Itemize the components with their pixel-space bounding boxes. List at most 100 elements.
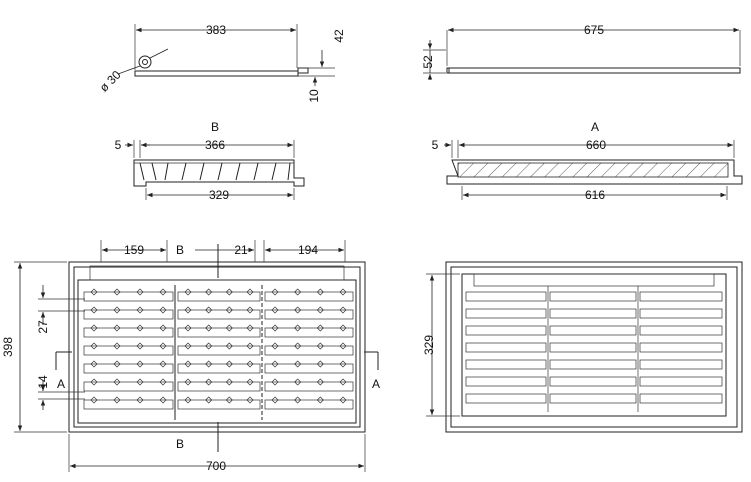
underside-slot (465, 376, 547, 387)
slot-rib-marker (225, 324, 233, 332)
slot-rib-marker (316, 306, 324, 314)
cut-b-bottom-label: B (176, 437, 184, 451)
slot-rib-marker (205, 396, 213, 404)
slot-rib-marker (339, 288, 347, 296)
slot (177, 363, 261, 374)
underside-slot (639, 291, 723, 302)
side-view-a (423, 27, 741, 80)
slot-rib-marker (184, 306, 192, 314)
side-view-b (117, 24, 335, 86)
underside-slot (549, 393, 637, 404)
grate-slots (83, 288, 354, 410)
section-b (125, 140, 305, 200)
slot-rib-marker (339, 324, 347, 332)
slot-rib-marker (246, 378, 254, 386)
slot (83, 291, 174, 302)
section-a-label: A (591, 120, 599, 134)
slot-rib-marker (205, 342, 213, 350)
dim-plan-height: 398 (1, 337, 15, 357)
slot-rib-marker (205, 360, 213, 368)
slot (177, 345, 261, 356)
slot-rib-marker (271, 342, 279, 350)
slot (83, 309, 174, 320)
underside-slot (549, 342, 637, 353)
slot-rib-marker (90, 324, 98, 332)
slot-rib-marker (246, 360, 254, 368)
slot (177, 381, 261, 392)
dim-plan-pitch: 27 (36, 320, 50, 334)
slot-rib-marker (90, 288, 98, 296)
slot-rib-marker (246, 342, 254, 350)
slot-rib-marker (113, 378, 121, 386)
slot-rib-marker (113, 360, 121, 368)
slot-rib-marker (205, 288, 213, 296)
slot (177, 291, 261, 302)
dim-top-left-lip: 10 (307, 89, 321, 103)
underside-slot (465, 308, 547, 319)
slot-rib-marker (225, 378, 233, 386)
underside-slot (549, 308, 637, 319)
slot-rib-marker (294, 360, 302, 368)
dim-plan-seg3: 194 (298, 243, 318, 257)
slot-rib-marker (159, 324, 167, 332)
slot-rib-marker (184, 378, 192, 386)
slot-rib-marker (294, 342, 302, 350)
slot-rib-marker (159, 306, 167, 314)
slot-rib-marker (184, 324, 192, 332)
slot-rib-marker (294, 396, 302, 404)
slot-rib-marker (339, 306, 347, 314)
slot-rib-marker (205, 378, 213, 386)
dim-plan-gap: 14 (36, 375, 50, 389)
slot-rib-marker (113, 288, 121, 296)
section-b-label: B (211, 120, 219, 134)
slot-rib-marker (225, 288, 233, 296)
slot-rib-marker (205, 324, 213, 332)
slot (264, 291, 354, 302)
slot-rib-marker (159, 288, 167, 296)
underside-slot (465, 291, 547, 302)
slot-rib-marker (159, 342, 167, 350)
slot (264, 363, 354, 374)
slot (83, 381, 174, 392)
cut-a-right-label: A (372, 377, 380, 391)
slot-rib-marker (339, 378, 347, 386)
slot-rib-marker (184, 396, 192, 404)
slot-rib-marker (225, 342, 233, 350)
slot (264, 345, 354, 356)
underside-slot (639, 359, 723, 370)
dim-plan-width: 700 (206, 459, 226, 473)
underside-slot (639, 342, 723, 353)
slot-rib-marker (90, 378, 98, 386)
cut-b-top-label: B (176, 243, 184, 257)
dim-top-left-height: 42 (332, 29, 346, 43)
slot (83, 345, 174, 356)
underside-slots (465, 286, 723, 412)
underside-slot (465, 325, 547, 336)
slot-rib-marker (294, 288, 302, 296)
dim-section-b-offset: 5 (115, 138, 122, 152)
slot (83, 399, 174, 410)
underside-slot (639, 325, 723, 336)
underside-slot (549, 359, 637, 370)
slot-rib-marker (113, 324, 121, 332)
slot-rib-marker (316, 288, 324, 296)
slot-rib-marker (90, 360, 98, 368)
dim-section-a-top: 660 (586, 138, 606, 152)
dim-section-b-bottom: 329 (209, 188, 229, 202)
underside-slot (465, 359, 547, 370)
slot-rib-marker (113, 396, 121, 404)
dim-bottom-height: 329 (422, 335, 436, 355)
slot-rib-marker (225, 396, 233, 404)
slot-rib-marker (136, 342, 144, 350)
slot-rib-marker (316, 360, 324, 368)
slot-rib-marker (184, 288, 192, 296)
slot-rib-marker (90, 342, 98, 350)
underside-slot (549, 376, 637, 387)
slot-rib-marker (339, 342, 347, 350)
slot (83, 327, 174, 338)
slot-rib-marker (184, 342, 192, 350)
dim-top-right-width: 675 (584, 23, 604, 37)
slot-rib-marker (271, 306, 279, 314)
